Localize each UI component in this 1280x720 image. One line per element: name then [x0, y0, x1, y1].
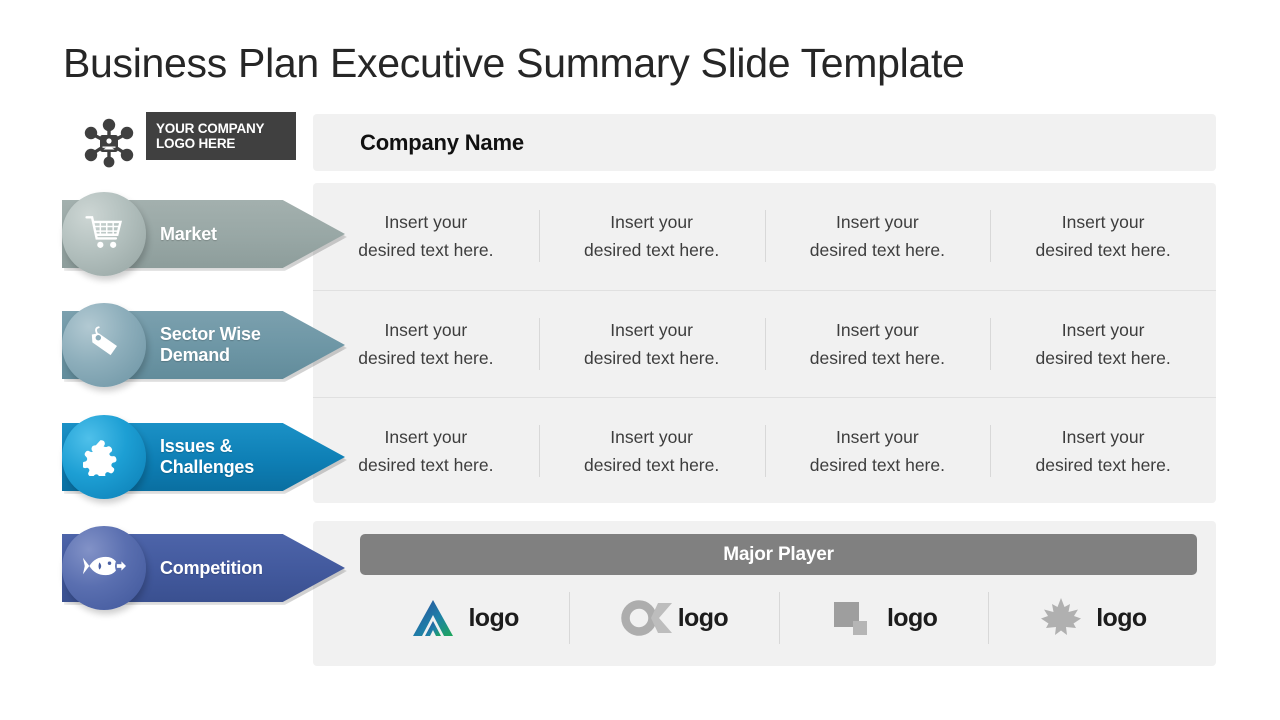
cell-line: Insert your	[1061, 427, 1145, 447]
table-row: Insert your desired text here. Insert yo…	[313, 290, 1216, 397]
stage-icon-circle	[62, 526, 146, 610]
cell-line: desired text here.	[1035, 455, 1171, 475]
stage-competition[interactable]: Competition	[62, 524, 405, 610]
logo-plate-line-2: LOGO HERE	[156, 136, 236, 151]
fish-icon	[82, 544, 126, 593]
competitor-logo-label: logo	[886, 603, 938, 632]
stage-market[interactable]: Market	[62, 190, 405, 276]
cell-line: desired text here.	[809, 348, 945, 368]
company-name-panel: Company Name	[313, 114, 1216, 171]
stage-icon-circle	[62, 415, 146, 499]
o-ring-logo-icon	[620, 595, 672, 641]
table-cell[interactable]: Insert your desired text here.	[765, 316, 991, 372]
competitor-logo-1[interactable]: logo	[360, 583, 569, 653]
table-cell[interactable]: Insert your desired text here.	[765, 208, 991, 264]
stage-icon-circle	[62, 192, 146, 276]
competitor-logo-label: logo	[468, 603, 519, 632]
competitor-logo-label: logo	[1096, 603, 1147, 632]
table-cell[interactable]: Insert your desired text here.	[990, 423, 1216, 479]
cell-line: desired text here.	[584, 455, 720, 475]
cell-line: Insert your	[384, 320, 468, 340]
table-cell[interactable]: Insert your desired text here.	[313, 423, 539, 479]
table-cell[interactable]: Insert your desired text here.	[313, 316, 539, 372]
cell-line: desired text here.	[809, 240, 945, 260]
cell-line: desired text here.	[584, 240, 720, 260]
major-player-bar: Major Player	[360, 534, 1197, 575]
stage-issues-challenges[interactable]: Issues &Challenges	[62, 413, 405, 499]
cell-line: Insert your	[384, 212, 468, 232]
cell-line: desired text here.	[358, 240, 494, 260]
table-cell[interactable]: Insert your desired text here.	[990, 208, 1216, 264]
stage-icon-circle	[62, 303, 146, 387]
triangle-arrow-logo-icon	[410, 595, 456, 641]
cell-line: Insert your	[836, 212, 919, 232]
table-row: Insert your desired text here. Insert yo…	[313, 183, 1216, 289]
cell-line: desired text here.	[1035, 348, 1171, 368]
maple-leaf-logo-icon	[1038, 595, 1084, 641]
cell-line: Insert your	[610, 212, 693, 232]
cell-line: Insert your	[610, 320, 693, 340]
competitor-logo-label: logo	[677, 603, 729, 632]
table-cell[interactable]: Insert your desired text here.	[765, 423, 991, 479]
competitor-logo-3[interactable]: logo	[779, 583, 988, 653]
competitor-logo-4[interactable]: logo	[988, 583, 1197, 653]
company-logo-block[interactable]: YOUR COMPANY LOGO HERE	[78, 112, 296, 172]
cell-line: desired text here.	[1035, 240, 1171, 260]
cell-line: desired text here.	[358, 455, 494, 475]
company-name-text[interactable]: Company Name	[360, 129, 524, 155]
stage-label: Competition	[160, 557, 263, 578]
cell-line: desired text here.	[809, 455, 945, 475]
table-cell[interactable]: Insert your desired text here.	[313, 208, 539, 264]
content-rows-panel: Insert your desired text here. Insert yo…	[313, 183, 1216, 503]
table-cell[interactable]: Insert your desired text here.	[539, 316, 765, 372]
stage-label: Issues &Challenges	[160, 436, 254, 478]
stage-label: Market	[160, 223, 217, 244]
logo-placeholder-plate: YOUR COMPANY LOGO HERE	[146, 112, 296, 160]
table-row: Insert your desired text here. Insert yo…	[313, 397, 1216, 504]
cell-line: desired text here.	[584, 348, 720, 368]
puzzle-piece-icon	[82, 434, 125, 481]
table-cell[interactable]: Insert your desired text here.	[539, 208, 765, 264]
stage-label-line-1: Sector Wise	[160, 324, 261, 344]
shopping-cart-icon	[82, 210, 126, 259]
stage-label-line-2: Demand	[160, 345, 230, 365]
competitor-logo-row: logo logo logo	[360, 583, 1197, 653]
page-title: Business Plan Executive Summary Slide Te…	[63, 40, 965, 86]
squares-logo-icon	[829, 595, 875, 641]
price-tag-icon	[83, 322, 125, 369]
cell-line: Insert your	[836, 320, 919, 340]
cell-line: Insert your	[384, 427, 468, 447]
cell-line: Insert your	[1061, 320, 1145, 340]
stage-label-line-1: Issues &	[160, 436, 233, 456]
cell-line: Insert your	[1061, 212, 1145, 232]
network-hub-icon	[78, 114, 140, 172]
competitor-logo-2[interactable]: logo	[569, 583, 778, 653]
stage-label-line-2: Challenges	[160, 457, 255, 477]
cell-line: desired text here.	[358, 348, 494, 368]
major-player-panel: Major Player logo	[313, 521, 1216, 666]
cell-line: Insert your	[610, 427, 693, 447]
table-cell[interactable]: Insert your desired text here.	[539, 423, 765, 479]
logo-plate-line-1: YOUR COMPANY	[156, 121, 265, 136]
cell-line: Insert your	[836, 427, 919, 447]
table-cell[interactable]: Insert your desired text here.	[990, 316, 1216, 372]
